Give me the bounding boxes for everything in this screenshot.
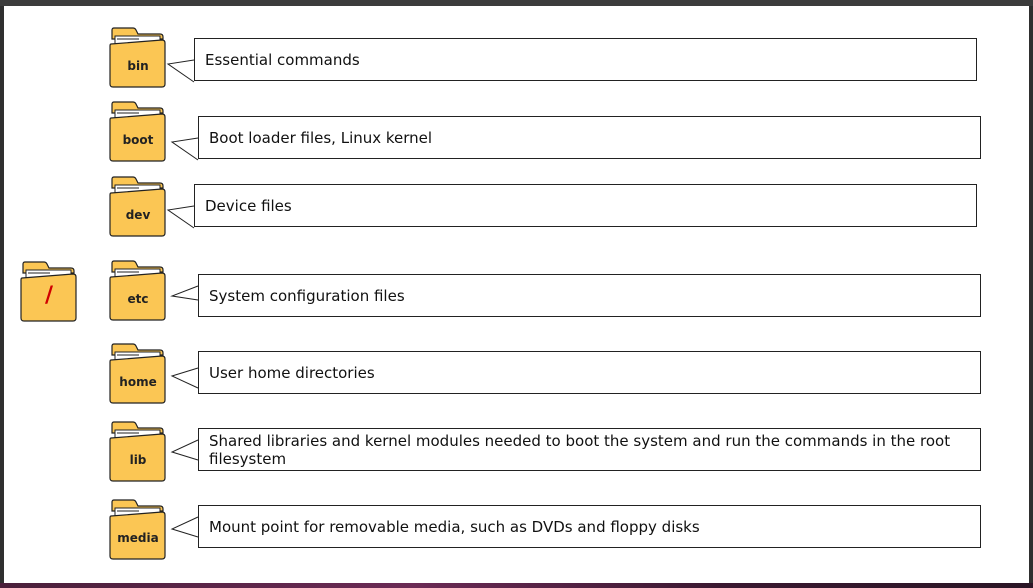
root-folder-icon: / xyxy=(20,261,78,323)
callout-tail-lib xyxy=(170,439,199,461)
folder-etc-label: etc xyxy=(127,292,149,306)
folder-boot-icon: boot xyxy=(109,101,167,163)
folder-home-icon: home xyxy=(109,343,167,405)
callout-bin: Essential commands xyxy=(194,38,977,81)
folder-dev-label: dev xyxy=(125,208,151,222)
folder-boot-label: boot xyxy=(122,133,154,147)
callout-etc: System configuration files xyxy=(198,274,981,317)
folder-media-icon: media xyxy=(109,499,167,561)
callout-tail-media xyxy=(170,516,199,538)
folder-etc-icon: etc xyxy=(109,260,167,322)
callout-boot: Boot loader files, Linux kernel xyxy=(198,116,981,159)
folder-home-label: home xyxy=(119,375,157,389)
callout-media: Mount point for removable media, such as… xyxy=(198,505,981,548)
root-folder-label: / xyxy=(44,283,54,308)
callout-tail-bin xyxy=(166,59,195,83)
callout-lib: Shared libraries and kernel modules need… xyxy=(198,428,981,471)
folder-lib-label: lib xyxy=(129,453,147,467)
callout-tail-etc xyxy=(170,285,199,301)
callout-dev: Device files xyxy=(194,184,977,227)
folder-media-label: media xyxy=(117,531,159,545)
folder-bin-label: bin xyxy=(127,59,149,73)
callout-home: User home directories xyxy=(198,351,981,394)
diagram-slide: / bin Essential commands boot Boot loade… xyxy=(4,6,1029,583)
folder-lib-icon: lib xyxy=(109,421,167,483)
folder-dev-icon: dev xyxy=(109,176,167,238)
window-top-bar xyxy=(0,0,1033,6)
window-bottom-strip xyxy=(0,583,1033,588)
callout-tail-dev xyxy=(166,205,195,229)
folder-bin-icon: bin xyxy=(109,27,167,89)
callout-tail-boot xyxy=(170,137,199,161)
callout-tail-home xyxy=(170,367,199,389)
